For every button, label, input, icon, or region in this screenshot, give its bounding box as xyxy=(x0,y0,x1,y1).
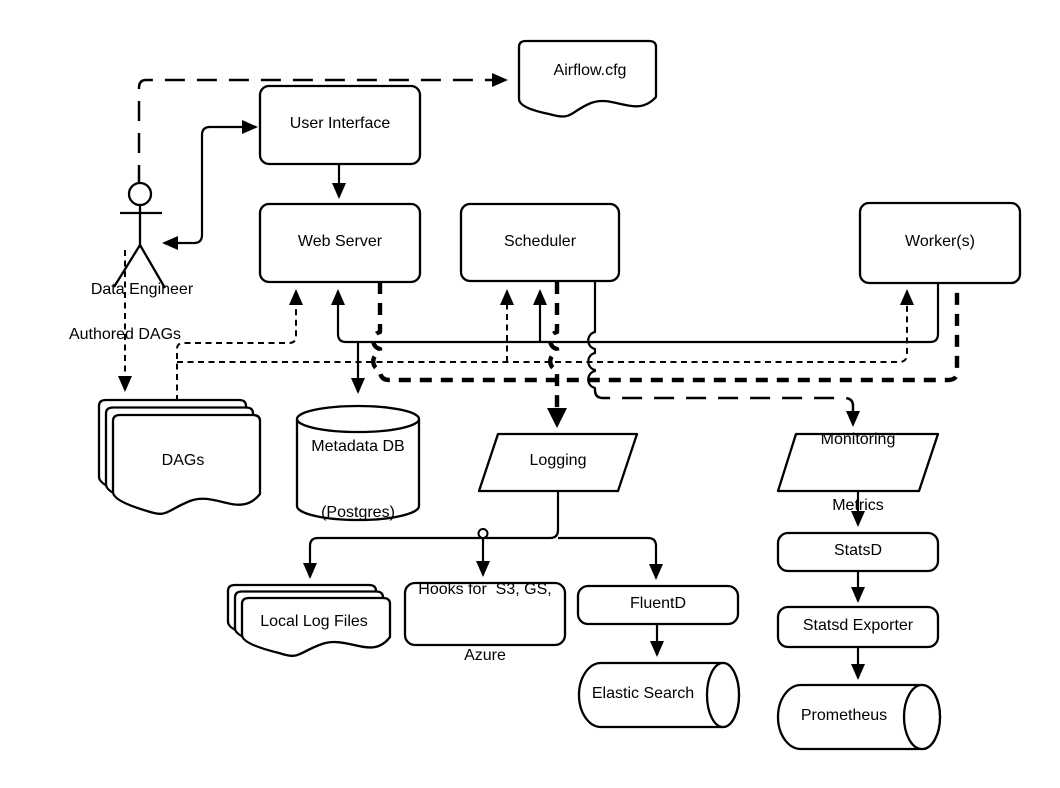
person-icon xyxy=(113,181,166,289)
edge-scheduler-to-monitoring xyxy=(593,389,860,427)
edge-scheduler-to-monitoring-drop xyxy=(587,282,597,390)
edge-logs-bus-webserver-workers xyxy=(371,282,960,383)
workers-box xyxy=(858,201,1022,285)
statsd-exporter-box xyxy=(776,605,940,649)
metadata-db-cylinder xyxy=(295,404,421,522)
prometheus-cylinder xyxy=(776,683,942,751)
airflow-cfg-document xyxy=(517,39,658,118)
edge-logging-to-local-log-files xyxy=(303,492,560,579)
edge-dags-bus-to-workers xyxy=(177,289,914,363)
logging-parallelogram xyxy=(477,432,639,493)
local-log-files-documents xyxy=(226,583,392,657)
edge-logging-to-fluentd xyxy=(558,536,663,580)
edge-workers-to-web-server-bus xyxy=(331,283,940,344)
edge-scheduler-to-logging xyxy=(547,282,567,428)
logging-branch-junction-dot xyxy=(477,528,489,539)
edge-dags-to-web-server xyxy=(176,289,303,401)
dags-documents xyxy=(97,398,262,515)
statsd-box xyxy=(776,531,940,573)
elastic-search-cylinder xyxy=(577,661,741,729)
edge-user-interface-data-engineer xyxy=(162,120,258,250)
edge-data-engineer-to-airflow-cfg xyxy=(137,73,508,185)
scheduler-box xyxy=(459,202,621,283)
monitoring-metrics-parallelogram xyxy=(776,432,940,493)
fluentd-box xyxy=(576,584,740,626)
web-server-box xyxy=(258,202,422,284)
user-interface-box xyxy=(258,84,422,166)
hooks-box xyxy=(403,581,567,647)
